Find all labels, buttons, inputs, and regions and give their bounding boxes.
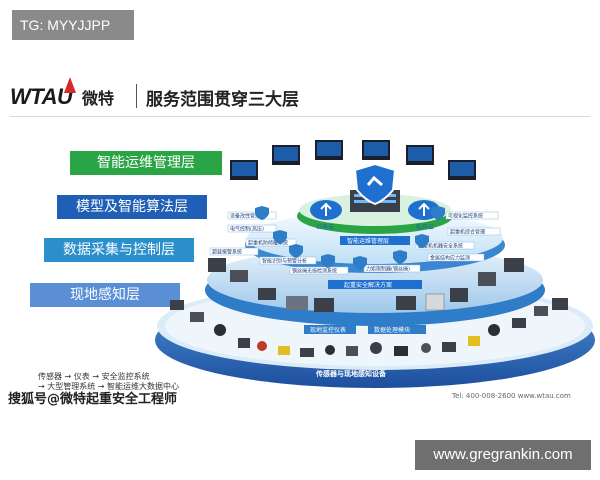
algo-tag: 钢丝绳无损检测系统 [292, 268, 337, 275]
brand-name-cn: 微特 [82, 89, 115, 108]
data-module-tag: 数据处理模块 [374, 326, 410, 334]
url-watermark-badge: www.gregrankin.com [415, 440, 591, 470]
logo-triangle-icon [64, 77, 76, 93]
layer-label-field-sensing: 现地感知层 [30, 283, 180, 307]
shield-icons [255, 206, 445, 270]
field-monitor-tag: 现地监控仪表 [310, 326, 346, 334]
algo-tag: 超载报警系统 [212, 249, 242, 256]
architecture-diagram: 公有云 私有云 智能运维管理层 设备改性管理 电气控制(高压) 起重机防倾覆系统… [155, 140, 595, 388]
algorithm-tags-left: 设备改性管理 电气控制(高压) 起重机防倾覆系统 超载报警系统 智能识别与预警分… [209, 211, 349, 275]
sensor-ring-label: 传感器与现地感知设备 [315, 369, 387, 378]
header: WTAU 微特 服务范围贯穿三大层 [10, 76, 590, 117]
tg-watermark-badge: TG: MYYJJPP [12, 10, 134, 40]
solution-ring-label-bg [328, 280, 422, 289]
algo-tag: 设备改性管理 [230, 213, 260, 220]
algo-tag: 起重机综合管理 [450, 229, 485, 236]
algo-tag: 起重机防倾覆系统 [248, 240, 288, 247]
header-separator [136, 84, 137, 108]
algo-tag: 可视化监控系统 [448, 213, 483, 220]
public-cloud-label: 公有云 [316, 223, 334, 231]
solution-ring-label: 起重安全解决方案 [344, 281, 392, 289]
private-cloud-label: 私有云 [416, 223, 434, 231]
brand-logo-text: WTAU [10, 84, 73, 109]
algo-tag: 起重机机器安全系统 [418, 243, 463, 250]
algo-tag: 金属结构应力监测 [430, 255, 470, 262]
public-cloud-icon [310, 200, 342, 220]
data-module-tag-bg [368, 325, 426, 334]
page-title: 服务范围贯穿三大层 [146, 90, 299, 110]
ops-ring-label-bg [340, 236, 410, 245]
layer-label-ops-management: 智能运维管理层 [70, 151, 222, 175]
monitor-displays [230, 140, 476, 180]
algo-tag: 电气控制(高压) [230, 226, 264, 233]
layer-label-model-algorithm: 模型及智能算法层 [57, 195, 207, 219]
footer-chain-line-2: → 大型管理系统 → 智能运维大数据中心 [38, 382, 180, 391]
header-divider [10, 116, 590, 117]
footer-chain-line-1: 传感器 → 仪表 → 安全监控系统 [38, 372, 150, 381]
shield-server-icon [350, 162, 400, 212]
layer-label-data-acquisition: 数据采集与控制层 [44, 238, 194, 262]
control-devices [208, 258, 524, 312]
sohu-attribution: 搜狐号@微特起重安全工程师 [8, 392, 178, 407]
algo-tag: 智能识别与预警分析 [262, 258, 307, 265]
ops-ring-label: 智能运维管理层 [347, 237, 389, 245]
field-monitor-tag-bg [304, 325, 356, 334]
algo-tag: 力矩限制器(钢丝绳) [366, 266, 410, 273]
contact-info: Tel: 400-008-2600 www.wtau.com [452, 392, 571, 400]
sensor-devices [170, 298, 568, 357]
algorithm-tags-right: 可视化监控系统 起重机综合管理 起重机机器安全系统 金属结构应力监测 力矩限制器… [363, 211, 501, 273]
